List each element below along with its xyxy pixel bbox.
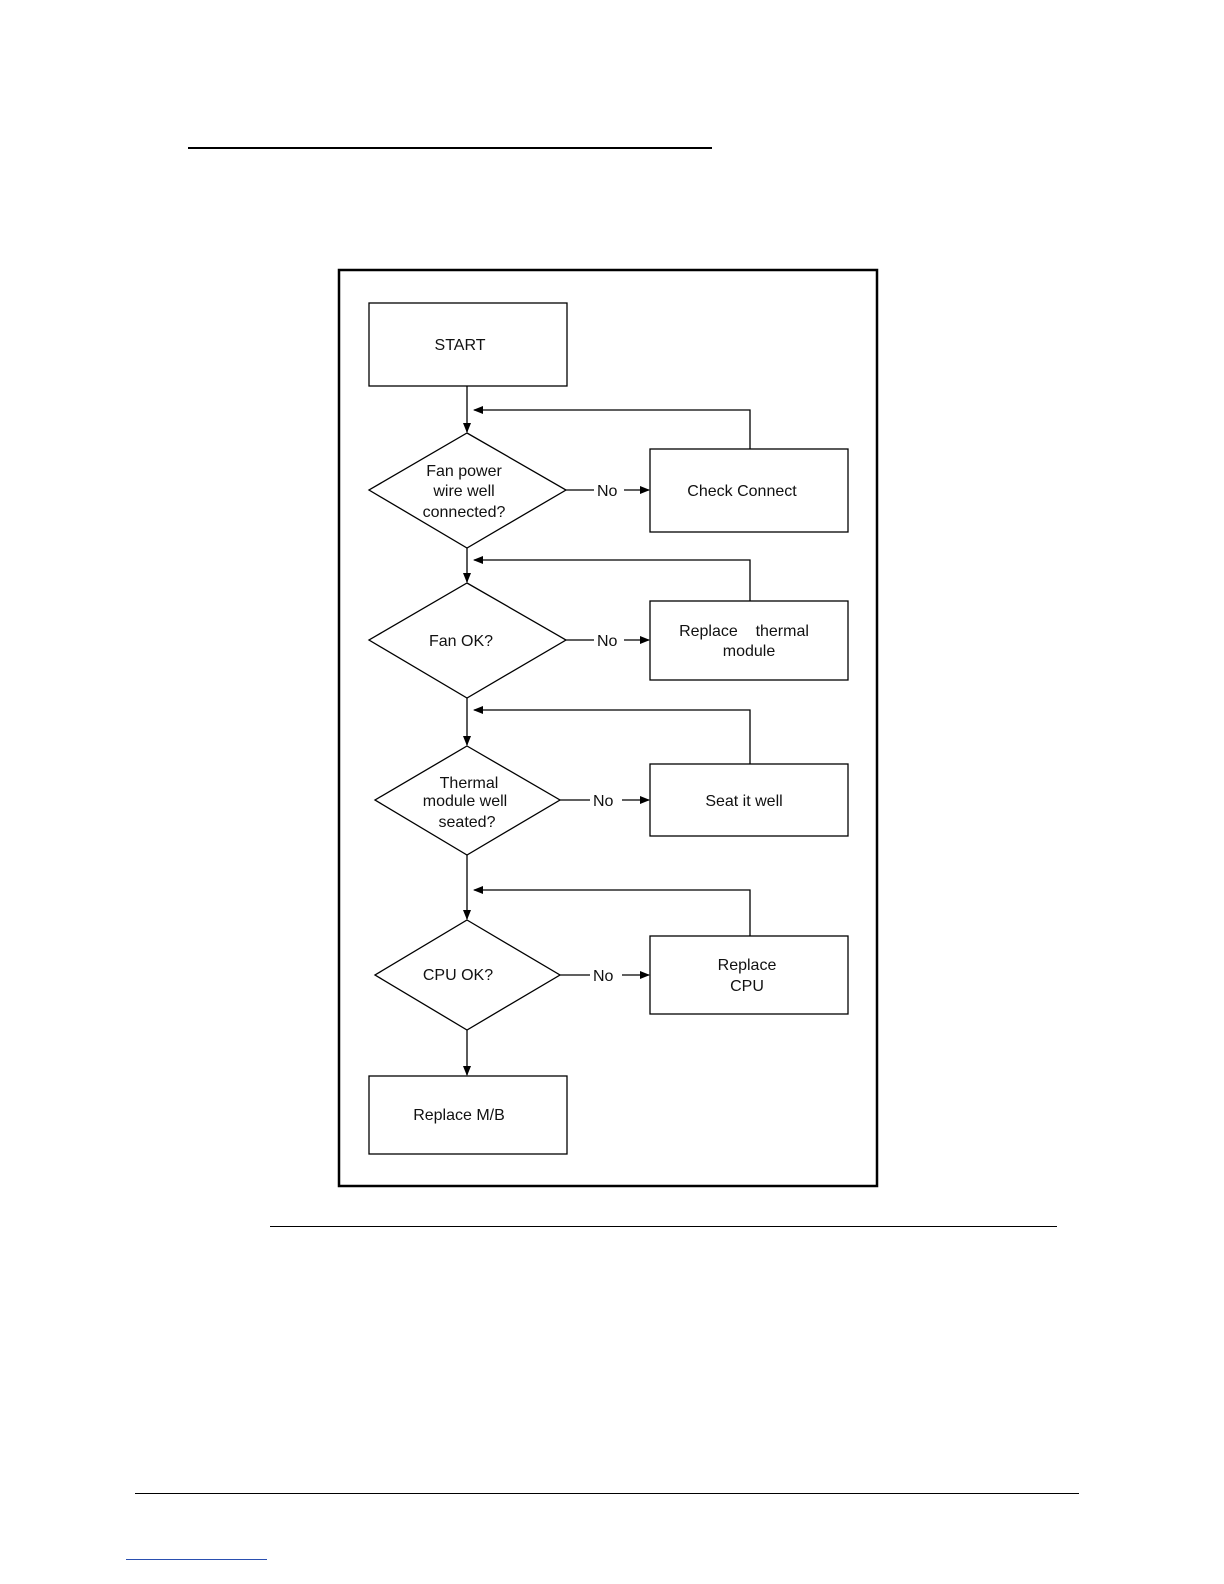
decision-text: Fan power	[426, 463, 502, 480]
no-label: No	[593, 793, 614, 810]
feedback-arrow	[474, 710, 750, 764]
action-text: Replace	[718, 957, 777, 974]
decision-text: module well	[423, 793, 507, 810]
diagram-frame	[339, 270, 877, 1186]
decision-text: Thermal	[440, 775, 499, 792]
decision-text: Fan OK?	[429, 633, 493, 650]
decision-text: CPU OK?	[423, 967, 493, 984]
action-replace-thermal-module-box	[650, 601, 848, 680]
decision-text: seated?	[439, 814, 496, 831]
no-label: No	[597, 633, 618, 650]
action-text: Replace thermal	[679, 623, 809, 640]
action-text: Seat it well	[705, 793, 782, 810]
no-label: No	[597, 483, 618, 500]
action-text: CPU	[730, 978, 764, 995]
action-text: Check Connect	[687, 483, 797, 500]
decision-text: connected?	[423, 504, 506, 521]
feedback-arrow	[474, 410, 750, 449]
feedback-arrow	[474, 560, 750, 601]
no-label: No	[593, 968, 614, 985]
feedback-arrow	[474, 890, 750, 936]
start-label: START	[435, 337, 486, 354]
action-text: module	[723, 643, 776, 660]
decision-text: wire well	[432, 483, 494, 500]
action-replace-cpu-box	[650, 936, 848, 1014]
end-label: Replace M/B	[413, 1107, 505, 1124]
